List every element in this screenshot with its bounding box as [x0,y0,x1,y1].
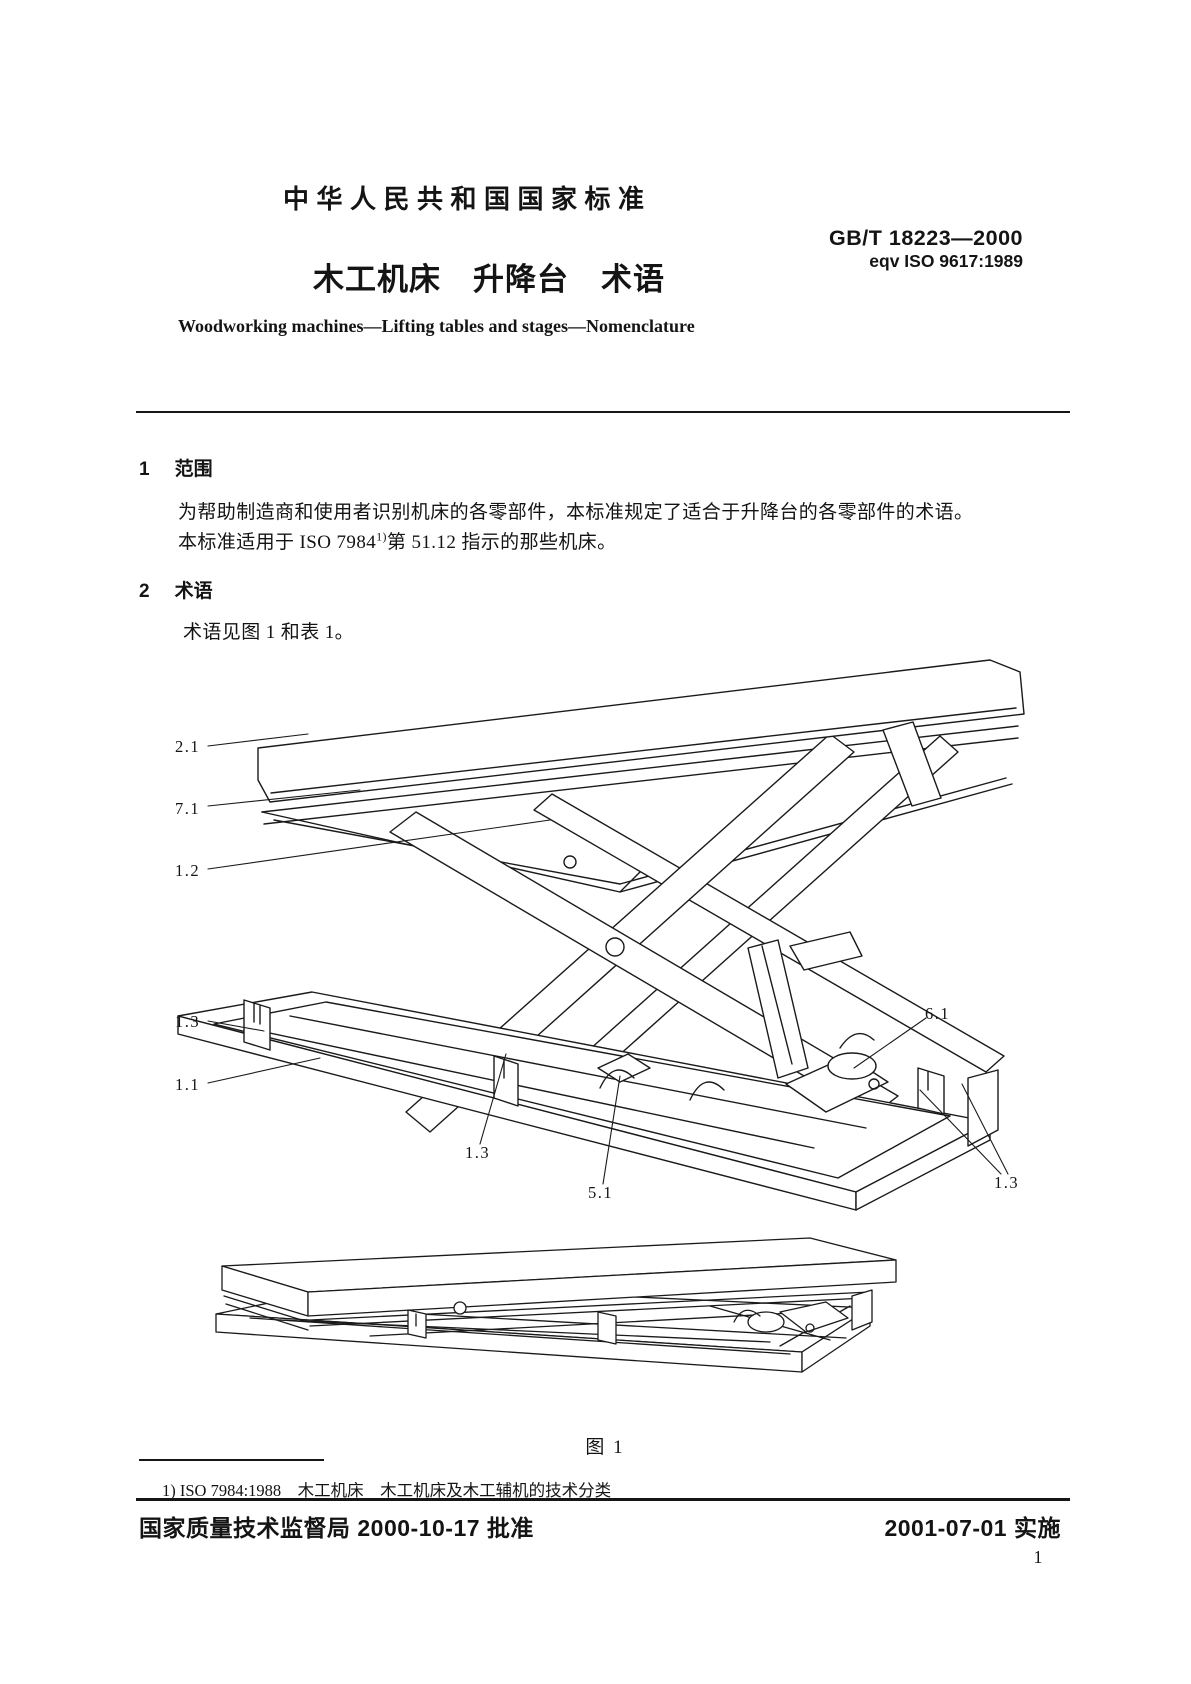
footnote-reference-mark: 1) [376,529,387,544]
figure-part-label-1-3-left: 1.3 [175,1012,201,1031]
figure-part-label-6-1: 6.1 [925,1004,951,1023]
page-number: 1 [1033,1547,1043,1567]
standard-code: GB/T 18223—2000 [829,226,1023,250]
section-terms-heading: 2 术语 [139,576,213,603]
footer-approval: 国家质量技术监督局 2000-10-17 批准 [139,1515,534,1541]
figure1-right-strut [882,721,942,807]
footnote-rule [139,1459,324,1461]
page-title-en: Woodworking machines—Lifting tables and … [178,316,695,336]
scope-paragraph-1: 为帮助制造商和使用者识别机床的各零部件，本标准规定了适合于升降台的各零部件的术语… [178,502,974,523]
terms-section-title: 术语 [174,581,213,602]
header-standard-code-block: GB/T 18223—2000 eqv ISO 9617:1989 [829,226,1023,271]
standard-eqv: eqv ISO 9617:1989 [869,250,1023,271]
figure1-leader-lines [207,733,1009,1185]
figure-part-label-1-2: 1.2 [175,861,201,880]
scope-paragraph-2-post: 第 51.12 指示的那些机床。 [386,532,617,553]
header-national-label: 中华人民共和国国家标准 [283,184,652,214]
footer-rule [136,1498,1070,1501]
section-scope-heading: 1 范围 [139,454,213,481]
terms-paragraph-1: 术语见图 1 和表 1。 [183,622,355,643]
scope-paragraph-2-pre: 本标准适用于 ISO 7984 [178,532,377,553]
figure-part-label-1-3-right: 1.3 [994,1173,1020,1192]
figure2-brackets-and-drive [407,1289,873,1345]
figure1-base-frame [177,991,991,1211]
footnote-text: 1) ISO 7984:1988 木工机床 木工机床及木工辅机的技术分类 [162,1481,612,1500]
header-rule [136,411,1070,413]
page-title-cn: 木工机床 升降台 术语 [313,262,665,297]
figure2-top-platform [221,1237,897,1317]
scope-section-number: 1 [139,459,150,480]
figure-caption: 图 1 [585,1437,625,1458]
figure-part-label-7-1: 7.1 [175,799,201,818]
figure1-top-platform [257,659,1025,803]
figure-part-label-2-1: 2.1 [175,737,201,756]
figure1-lift-table-raised-drawing [177,659,1025,1211]
scope-paragraph-2: 本标准适用于 ISO 79841)第 51.12 指示的那些机床。 [178,527,617,554]
figure1-drive-unit [597,1032,889,1113]
figure-part-label-1-1: 1.1 [175,1075,201,1094]
figure2-folded-scissor-layer [223,1291,871,1331]
footer-implementation: 2001-07-01 实施 [884,1515,1061,1541]
figure2-lift-table-lowered-drawing [215,1237,897,1373]
figure-part-label-5-1: 5.1 [588,1183,614,1202]
scope-section-title: 范围 [174,459,213,480]
figure1-guide-brackets [243,931,999,1147]
figure-part-label-1-3-center: 1.3 [465,1143,491,1162]
terms-section-number: 2 [139,581,150,602]
